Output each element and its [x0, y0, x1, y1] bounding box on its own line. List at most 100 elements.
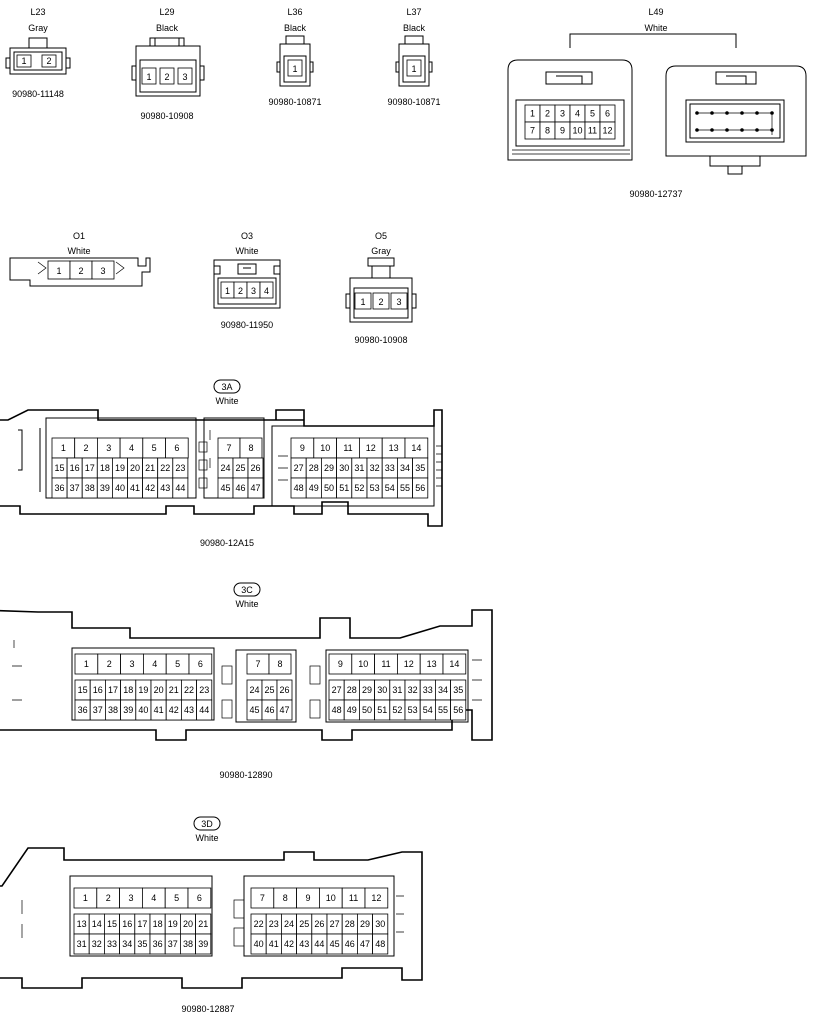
c3c-right-bottom-pin-label: 56	[453, 705, 463, 715]
c3a-center-mid-pin-label: 25	[235, 463, 245, 473]
c3c-part-number: 90980-12890	[219, 770, 272, 780]
c3c-center-bottom-pin-label: 47	[279, 705, 289, 715]
c3d-right-bottom-pin-label: 48	[375, 939, 385, 949]
o3-code: O3	[241, 231, 253, 241]
c3a-right-mid-pin-label: 35	[415, 463, 425, 473]
c3c-code: 3C	[241, 585, 253, 595]
c3c-center-mid-pin-label: 25	[264, 685, 274, 695]
c3c-left-top-pin-label: 2	[107, 659, 112, 669]
c3d-left-bottom-pin-label: 35	[137, 939, 147, 949]
c3a-part-number: 90980-12A15	[200, 538, 254, 548]
c3a-left-bottom-pin-label: 36	[55, 483, 65, 493]
c3a-left-mid-pin-label: 19	[115, 463, 125, 473]
c3d-left-mid-pin-label: 16	[122, 919, 132, 929]
c3a-latch	[198, 441, 208, 453]
l29-pin-1: 1	[146, 72, 151, 82]
c3c-left-bottom-pin-label: 42	[169, 705, 179, 715]
c3a-right-mid-pin-label: 34	[400, 463, 410, 473]
c3c-left-top-pin-label: 5	[175, 659, 180, 669]
c3a-left-bottom-pin-label: 41	[130, 483, 140, 493]
o5-pin-2: 2	[378, 297, 383, 307]
c3c-left-mid-pin-label: 20	[154, 685, 164, 695]
c3a-right-top-pin-label: 11	[343, 443, 352, 453]
c3a-right-bottom-pin-label: 52	[354, 483, 364, 493]
l23-part-number: 90980-11148	[12, 89, 64, 99]
c3a-left-mid-pin-label: 22	[160, 463, 170, 473]
c3d-left-mid-pin-label: 17	[137, 919, 147, 929]
c3d-left-top-pin-label: 5	[174, 893, 179, 903]
c3a-center-bottom-pin-label: 45	[220, 483, 230, 493]
c3a-right-mid-pin-label: 30	[339, 463, 349, 473]
c3a-left-top-pin-label: 2	[84, 443, 89, 453]
c3c-center-top-pin-label: 8	[277, 659, 282, 669]
c3d-left-top-pin-label: 1	[83, 893, 88, 903]
c3d-right-mid-pin-label: 22	[254, 919, 264, 929]
c3d-left-top-pin-label: 2	[106, 893, 111, 903]
l37-code: L37	[406, 7, 421, 17]
c3a-left-bottom-pin-label: 40	[115, 483, 125, 493]
l37-part-number: 90980-10871	[387, 97, 440, 107]
c3c-right-bottom-pin-label: 55	[438, 705, 448, 715]
o1-color: White	[67, 246, 90, 256]
l23-color: Gray	[28, 23, 48, 33]
c3a-code: 3A	[221, 382, 232, 392]
c3d-right-bottom-pin-label: 44	[314, 939, 324, 949]
c3c-left-bottom-pin-label: 38	[108, 705, 118, 715]
c3c-right-bottom-pin-label: 54	[423, 705, 433, 715]
c3d-right-bottom-pin-cell	[372, 933, 389, 955]
connector-l29: L29 Black 1 2 3 90980-10908	[131, 7, 205, 121]
c3d-right-mid-pin-label: 23	[269, 919, 279, 929]
c3d-left-bottom-pin-label: 31	[77, 939, 87, 949]
c3a-center-top-pin-label: 7	[226, 443, 231, 453]
c3d-left-bottom-pin-label: 39	[198, 939, 208, 949]
o3-part-number: 90980-11950	[221, 320, 273, 330]
l37-color: Black	[403, 23, 426, 33]
c3c-left-top-pin-label: 4	[152, 659, 157, 669]
connector-l23: L23 Gray 1 2 90980-11148	[5, 7, 71, 99]
c3a-right-bottom-pin-label: 53	[370, 483, 380, 493]
l49-top-pin-label: 6	[605, 109, 610, 119]
c3c-left-top-pin-label: 6	[198, 659, 203, 669]
l49-bottom-pin-label: 8	[545, 126, 550, 136]
c3d-left-top-pin-cell	[187, 887, 212, 909]
l49-code: L49	[648, 7, 663, 17]
c3c-right-mid-pin-label: 28	[347, 685, 357, 695]
c3a-right-bottom-pin-label: 54	[385, 483, 395, 493]
c3c-right-mid-pin-label: 29	[362, 685, 372, 695]
c3d-left-mid-pin-label: 18	[153, 919, 163, 929]
c3d-left-mid-pin-label: 14	[92, 919, 102, 929]
l23-code: L23	[30, 7, 45, 17]
c3a-center-bottom-pin-label: 47	[250, 483, 260, 493]
c3c-latch	[309, 699, 321, 719]
c3c-left-bottom-pin-label: 44	[199, 705, 209, 715]
c3d-left-bottom-pin-label: 38	[183, 939, 193, 949]
c3a-color: White	[215, 396, 238, 406]
o1-code: O1	[73, 231, 85, 241]
c3a-left-mid-pin-label: 15	[55, 463, 65, 473]
c3d-right-top-pin-label: 7	[260, 893, 265, 903]
c3d-right-mid-pin-label: 28	[345, 919, 355, 929]
c3d-code: 3D	[201, 819, 213, 829]
c3a-latch	[198, 477, 208, 489]
c3a-left-top-pin-label: 6	[174, 443, 179, 453]
c3a-left-bottom-pin-label: 39	[100, 483, 110, 493]
c3a-left-bottom-pin-label: 37	[70, 483, 80, 493]
l23-pin-2: 2	[46, 56, 51, 66]
c3d-right-mid-pin-label: 25	[299, 919, 309, 929]
c3a-right-top-pin-label: 10	[320, 443, 330, 453]
c3c-center-mid-pin-label: 24	[249, 685, 259, 695]
c3c-right-bottom-pin-label: 50	[362, 705, 372, 715]
c3a-left-mid-pin-label: 17	[85, 463, 95, 473]
c3c-right-top-pin-cell	[442, 653, 467, 675]
c3d-left-top-pin-label: 4	[151, 893, 156, 903]
c3c-center-mid-pin-label: 26	[279, 685, 289, 695]
o5-pin-1: 1	[360, 297, 365, 307]
c3a-center-mid-pin-label: 26	[250, 463, 260, 473]
o1-pin-1: 1	[56, 266, 61, 276]
c3c-color: White	[235, 599, 258, 609]
c3d-right-bottom-pin-label: 42	[284, 939, 294, 949]
l49-bottom-pin-label: 7	[530, 126, 535, 136]
